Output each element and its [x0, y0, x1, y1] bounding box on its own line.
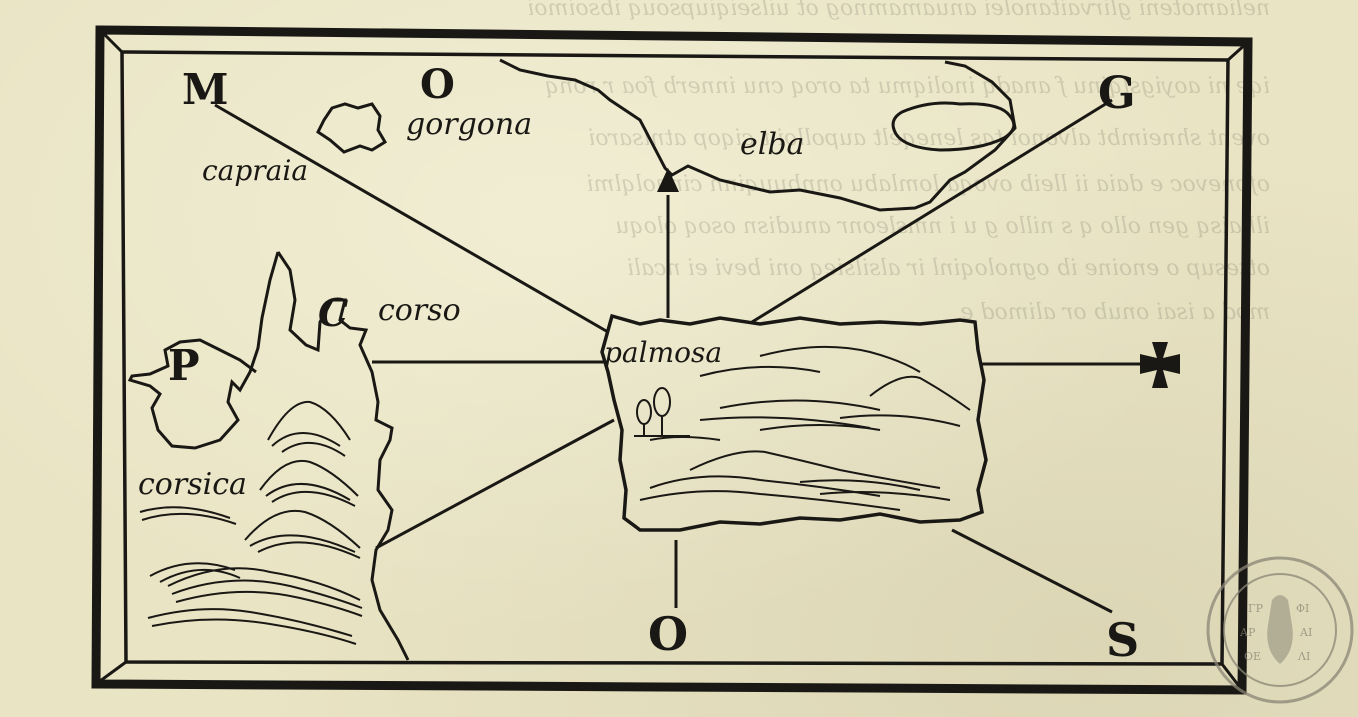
svg-text:ΟΕ: ΟΕ: [1244, 650, 1261, 663]
palmosa-island: [600, 313, 988, 532]
corsica-label: corsica: [138, 467, 247, 502]
svg-text:ΑΡ: ΑΡ: [1239, 626, 1256, 639]
west-wind-mark: P: [168, 341, 200, 390]
svg-text:ΓΡ: ΓΡ: [1248, 602, 1264, 615]
north-circle-mark: O: [420, 61, 455, 108]
library-seal-stamp: ΓΡ ΦΙ ΑΡ ΑΙ ΟΕ ΛΙ: [1206, 556, 1354, 704]
north-arrow: [657, 168, 679, 192]
capraia-label: capraia: [202, 154, 308, 187]
southeast-wind-mark: S: [1106, 613, 1139, 667]
svg-text:ΦΙ: ΦΙ: [1296, 602, 1309, 615]
northeast-wind-mark: G: [1098, 68, 1136, 119]
elba-label: elba: [740, 127, 804, 162]
corsica-west-lobe: [127, 251, 280, 450]
corsica-coast: [276, 251, 410, 661]
elba-coast: [499, 58, 1017, 212]
northwest-wind-mark: M: [182, 65, 229, 114]
corso-mark: C: [318, 290, 348, 335]
corso-label: corso: [378, 293, 461, 328]
east-cross-icon: [1140, 342, 1180, 388]
svg-text:ΛΙ: ΛΙ: [1297, 650, 1310, 663]
svg-text:ΑΙ: ΑΙ: [1299, 626, 1312, 639]
palmosa-label: palmosa: [604, 336, 722, 369]
palmosa-mountains: [639, 345, 971, 511]
elba-island: [891, 101, 1016, 152]
gorgona-island: [316, 102, 388, 154]
corsica-mountains: [139, 400, 363, 645]
south-wind-mark: O: [648, 607, 688, 661]
wind-lines: [214, 98, 1140, 614]
gorgona-label: gorgona: [406, 107, 532, 142]
palmosa-trees: [634, 387, 690, 437]
